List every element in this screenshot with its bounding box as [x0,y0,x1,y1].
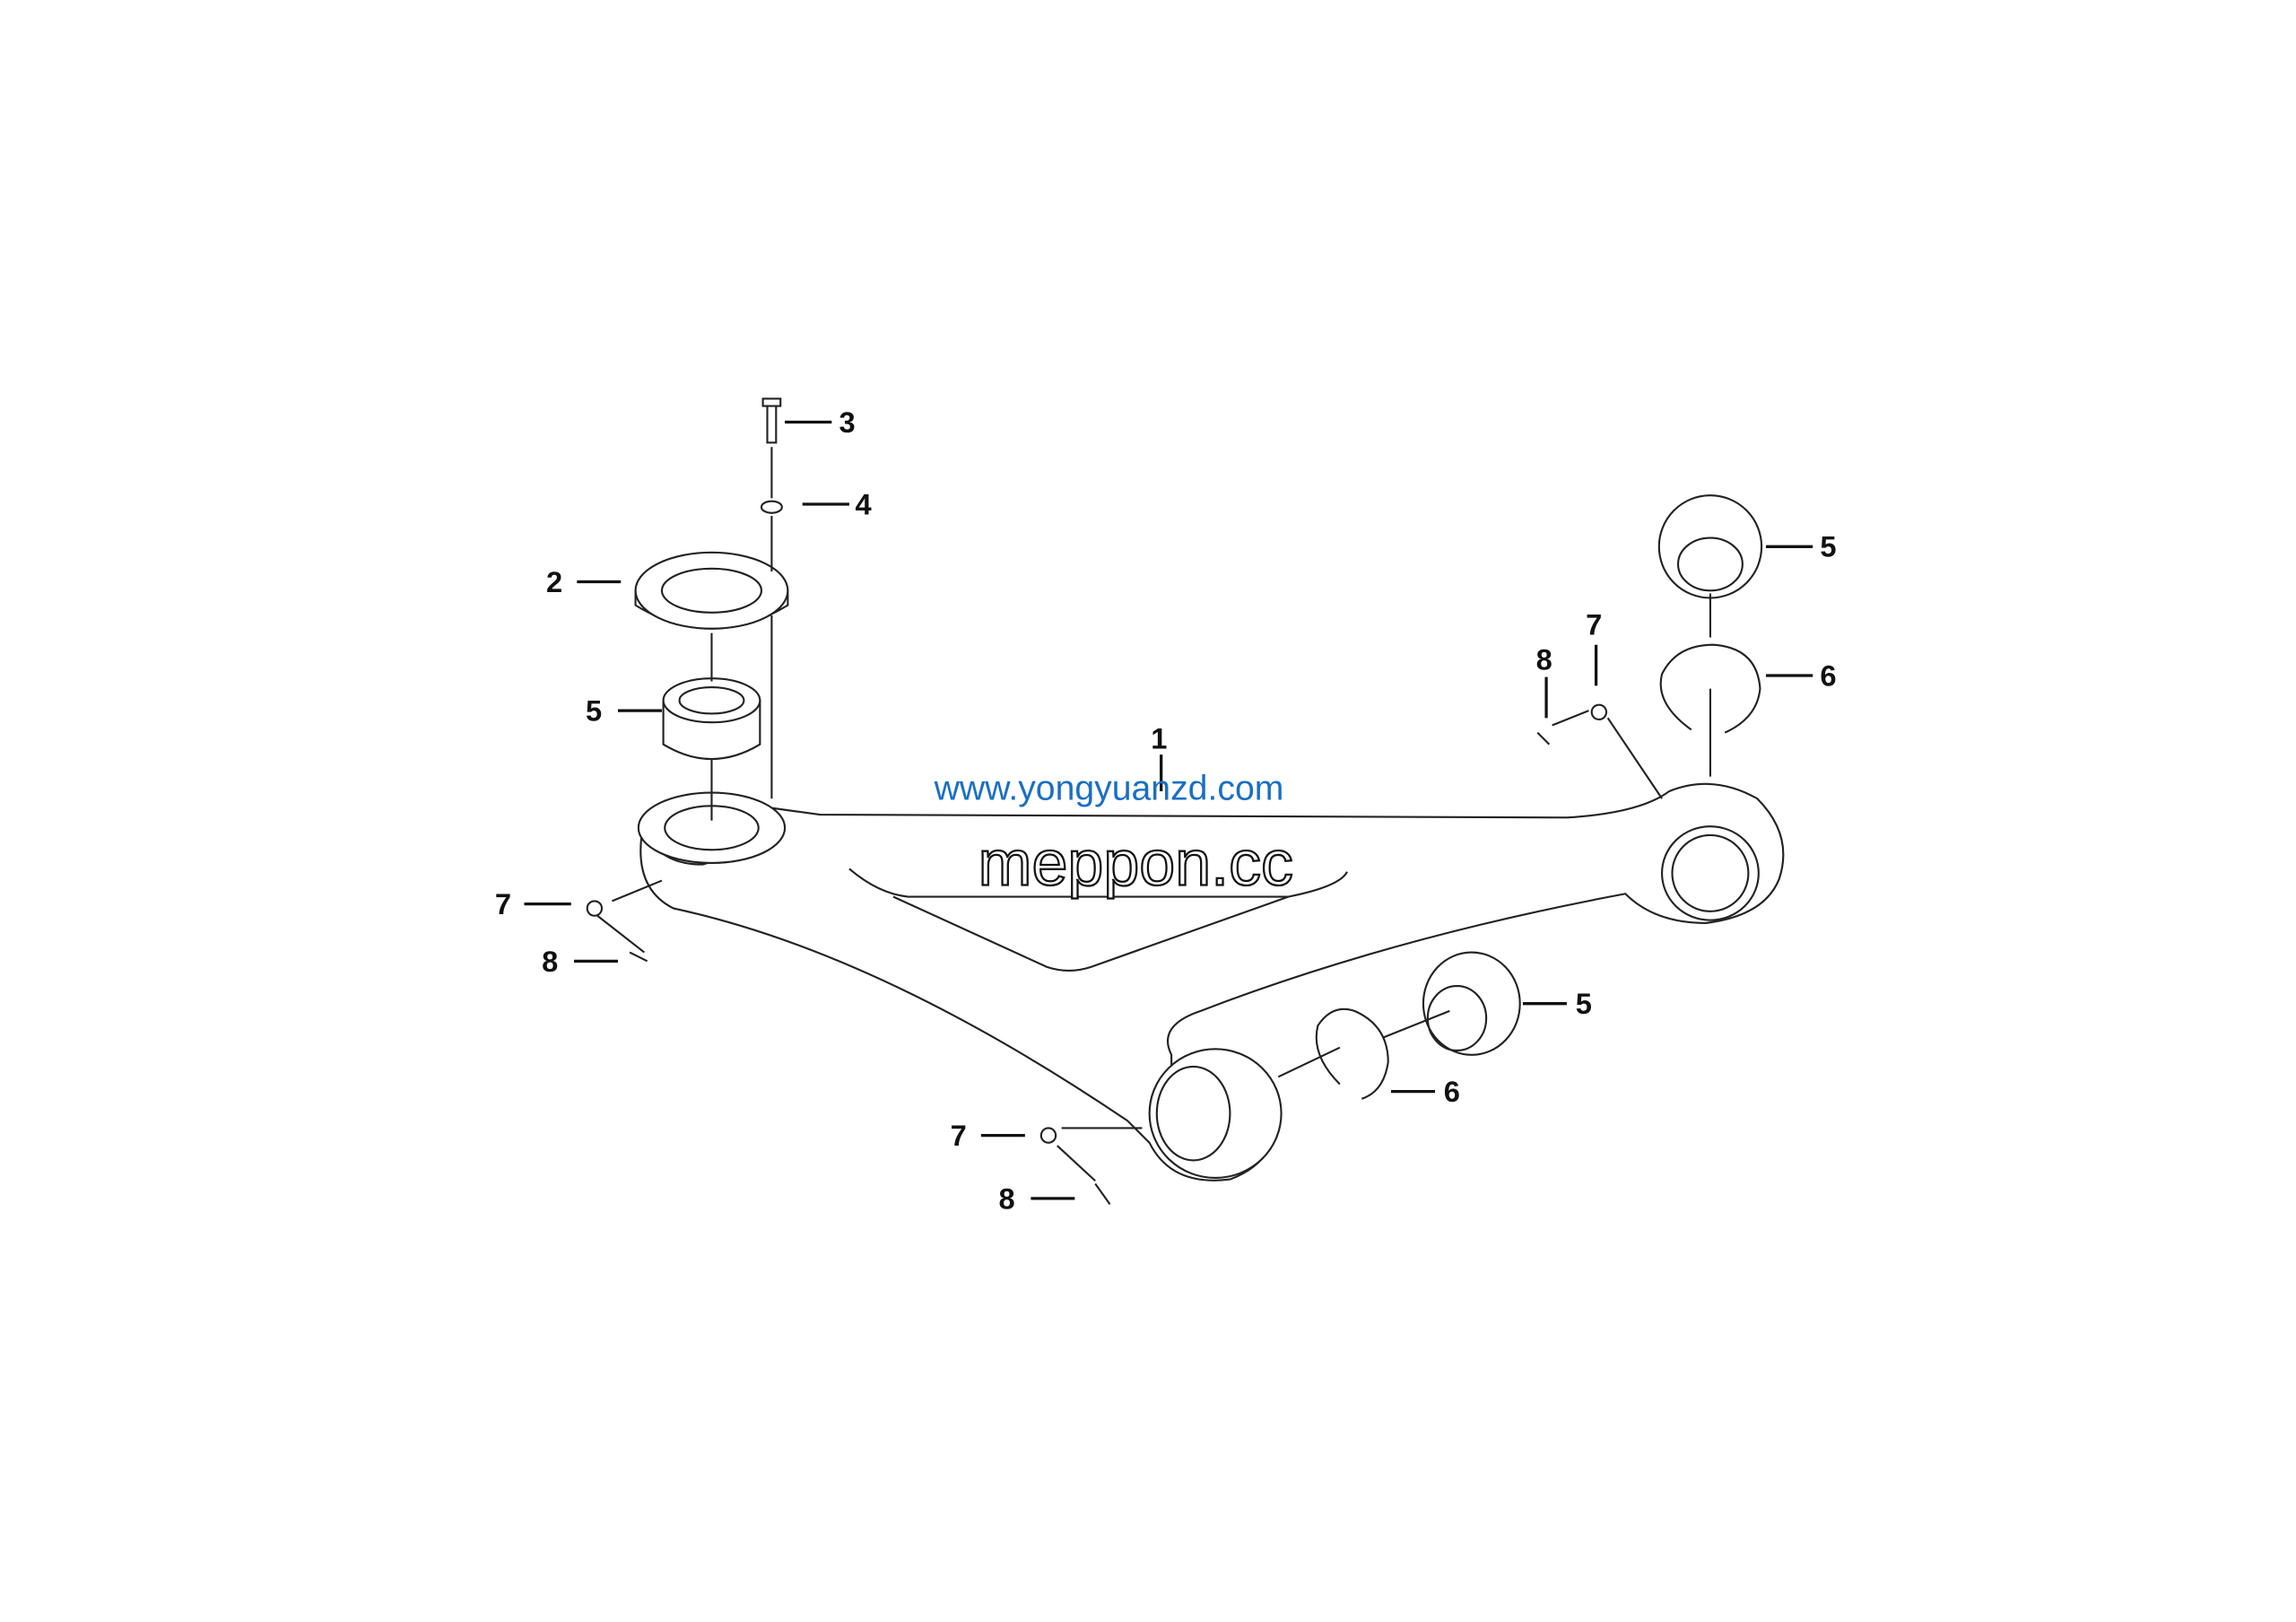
callout-7: 7 [951,1119,967,1152]
callout-8: 8 [998,1182,1014,1215]
callout-8: 8 [542,945,558,978]
callout-leaders [524,420,1813,1200]
grease-fitting [1590,703,1608,721]
watermark-secondary: meppon.cc [978,827,1293,899]
grease-fitting [586,900,604,917]
callout-7: 7 [1586,607,1602,641]
snap-ring-right [1659,643,1761,734]
callout-1: 1 [1151,722,1167,755]
bushing-right-top [1657,494,1763,599]
bushing-left [662,677,761,760]
a-frame-arm [639,782,1785,1182]
callout-4: 4 [855,487,871,520]
leader-lines [596,447,1712,1182]
cap [629,731,1551,1205]
callout-6: 6 [1444,1075,1460,1108]
callout-2: 2 [546,565,562,598]
grease-fitting [1039,1127,1057,1144]
bolt [766,403,778,444]
watermark-primary: www.yongyuanzd.com [934,770,1284,808]
callout-5: 5 [1820,530,1836,563]
callout-3: 3 [839,406,856,439]
snap-ring-lower [1315,1007,1389,1100]
callout-7: 7 [495,887,511,920]
callout-6: 6 [1820,658,1836,692]
callout-8: 8 [1536,642,1552,676]
callout-5: 5 [1576,987,1592,1020]
washer [760,500,783,514]
bushing-lower [1422,951,1521,1056]
flange-plate [634,551,789,630]
callout-5: 5 [586,694,602,728]
